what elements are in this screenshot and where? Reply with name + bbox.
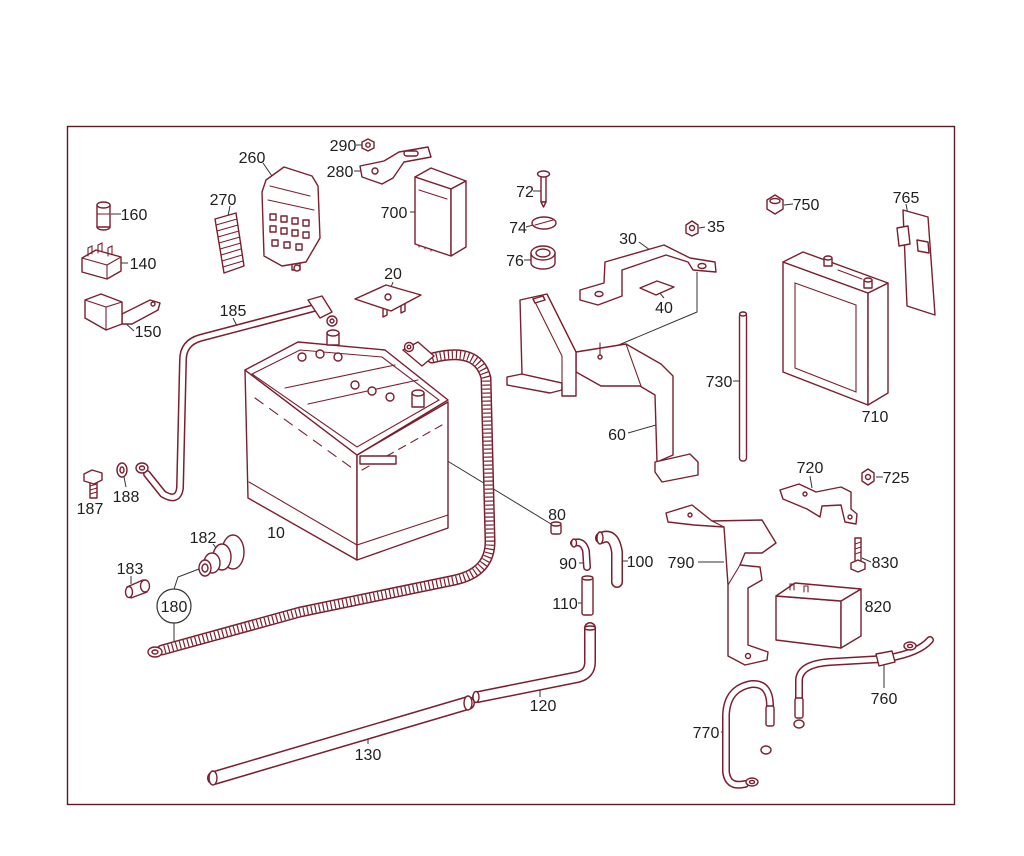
callout-765: 765 [893, 190, 920, 207]
callout-760: 760 [871, 691, 898, 708]
part-180-cable [147, 341, 496, 658]
part-76-plug [530, 245, 556, 270]
part-10-battery [244, 329, 449, 561]
callout-30: 30 [619, 231, 637, 248]
part-60-bracket [506, 293, 699, 483]
callout-290: 290 [330, 138, 357, 155]
callout-110: 110 [552, 596, 578, 613]
callout-72: 72 [516, 184, 534, 201]
callout-140: 140 [130, 256, 157, 273]
callout-130: 130 [355, 747, 382, 764]
part-750-nut [766, 194, 784, 215]
part-183-plug [124, 579, 151, 599]
callout-80: 80 [548, 507, 566, 524]
callout-100: 100 [627, 554, 654, 571]
callout-180: 180 [161, 599, 188, 616]
callout-790: 790 [668, 555, 695, 572]
part-72-bolt [536, 170, 551, 208]
callout-270: 270 [210, 192, 237, 209]
part-40-pad [639, 280, 675, 296]
part-188-washer [116, 462, 128, 478]
callout-280: 280 [327, 164, 354, 181]
callout-700: 700 [381, 205, 408, 222]
part-150-holder [84, 293, 161, 331]
callout-183: 183 [117, 561, 144, 578]
callout-260: 260 [239, 150, 266, 167]
callout-185: 185 [220, 303, 247, 320]
part-700-relay [414, 167, 467, 257]
part-710-box [782, 251, 889, 406]
callout-182: 182 [190, 530, 217, 547]
part-35-nut [685, 220, 699, 237]
callout-725: 725 [883, 470, 910, 487]
callout-187: 187 [77, 501, 104, 518]
part-80-fitting [550, 521, 562, 535]
part-730-rod [738, 311, 748, 462]
callout-160: 160 [121, 207, 148, 224]
part-260-fuse-box [261, 166, 321, 272]
callout-730: 730 [706, 374, 733, 391]
callout-74: 74 [509, 220, 527, 237]
callout-820: 820 [865, 599, 892, 616]
callout-180-circle [156, 588, 192, 624]
part-30-bracket [579, 244, 717, 306]
part-725-nut [861, 468, 875, 486]
part-270-cover [214, 212, 245, 274]
part-187-bolt [83, 469, 103, 499]
callout-770: 770 [693, 725, 720, 742]
part-290-nut [361, 138, 375, 152]
part-110-tube [581, 575, 594, 616]
part-185-cable [135, 295, 338, 502]
part-770-cable [722, 679, 775, 789]
diagram-frame [66, 125, 956, 806]
callout-150: 150 [135, 324, 162, 341]
part-160-fitting [96, 201, 111, 231]
part-130-hose [207, 695, 475, 786]
callout-60: 60 [608, 427, 626, 444]
part-820-box [775, 582, 862, 649]
part-20-plate [354, 284, 422, 318]
callout-720: 720 [797, 460, 824, 477]
callout-35: 35 [707, 219, 725, 236]
part-720-bracket [779, 483, 858, 525]
part-100-hose [595, 530, 623, 588]
callout-10: 10 [267, 525, 285, 542]
part-182-grommet [198, 534, 245, 577]
callout-labels: 290 280 260 270 160 140 150 185 700 72 7… [77, 138, 920, 764]
callout-76: 76 [506, 253, 524, 270]
callout-188: 188 [113, 489, 140, 506]
part-140-clip [81, 242, 122, 280]
callout-710: 710 [862, 409, 889, 426]
callout-120: 120 [530, 698, 557, 715]
callout-90: 90 [559, 556, 577, 573]
callout-830: 830 [872, 555, 899, 572]
callout-40: 40 [655, 300, 673, 317]
part-760-cable [793, 636, 934, 729]
part-830-stud [850, 537, 866, 573]
part-790-bracket [665, 504, 777, 666]
part-765-card [896, 209, 936, 316]
part-120-hose [472, 622, 597, 704]
callout-750: 750 [793, 197, 820, 214]
callout-20: 20 [384, 266, 402, 283]
part-280-bracket [359, 146, 432, 185]
part-90-elbow [570, 538, 591, 571]
part-74-cap [531, 216, 557, 230]
